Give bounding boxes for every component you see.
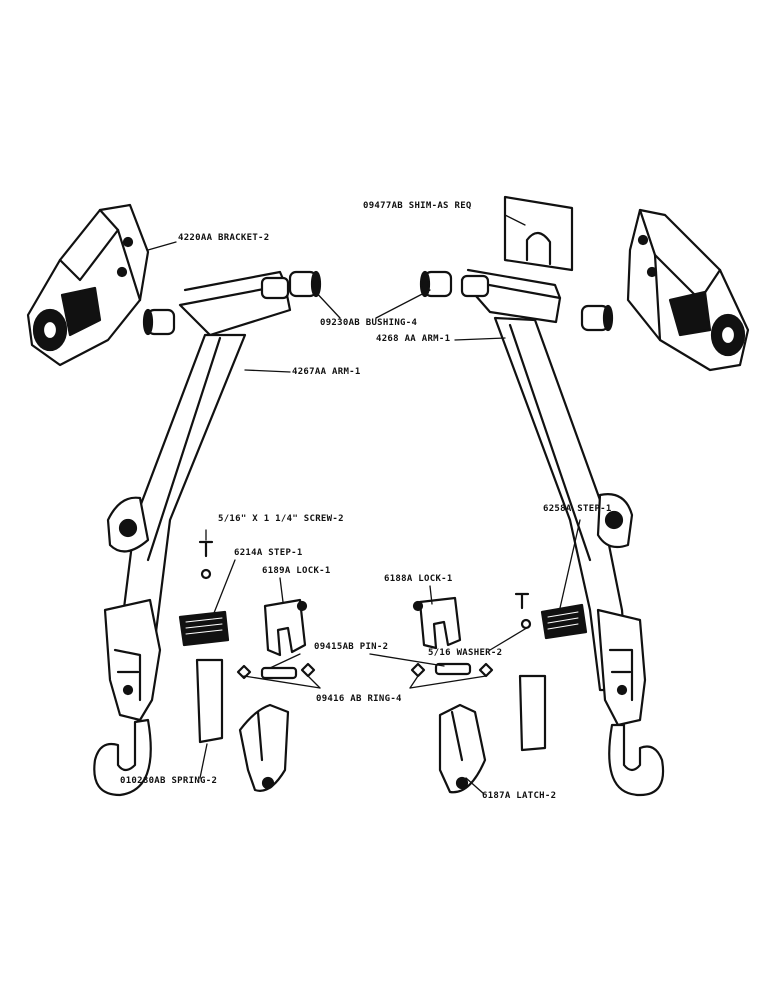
latch-parts <box>238 703 487 794</box>
label-washer: 5/16 WASHER-2 <box>428 648 503 658</box>
label-bushing: 09230AB BUSHING-4 <box>320 318 418 328</box>
step-parts <box>178 603 588 647</box>
label-arm-right: 4268 AA ARM-1 <box>376 334 451 344</box>
pin-parts <box>260 662 472 680</box>
right-arm-part <box>460 268 665 797</box>
label-step-right: 6258A STEP-1 <box>543 504 612 514</box>
label-bracket: 4220AA BRACKET-2 <box>178 233 270 243</box>
label-shim: 09477AB SHIM-AS REQ <box>363 201 472 211</box>
label-pin: 09415AB PIN-2 <box>314 642 389 652</box>
label-lock-left: 6189A LOCK-1 <box>262 566 331 576</box>
leader-lines <box>147 214 581 795</box>
label-spring: 010280AB SPRING-2 <box>120 776 218 786</box>
left-arm-part <box>93 270 292 797</box>
label-arm-left: 4267AA ARM-1 <box>292 367 361 377</box>
label-ring: 09416 AB RING-4 <box>316 694 402 704</box>
lock-parts <box>263 596 462 657</box>
label-screw: 5/16" X 1 1/4" SCREW-2 <box>218 514 344 524</box>
ring-parts <box>236 662 494 680</box>
label-lock-right: 6188A LOCK-1 <box>384 574 453 584</box>
left-bracket-part <box>26 203 150 367</box>
shim-part <box>503 195 574 272</box>
label-latch: 6187A LATCH-2 <box>482 791 557 801</box>
spring-parts <box>195 658 547 752</box>
right-bracket-part <box>626 208 750 372</box>
label-step-left: 6214A STEP-1 <box>234 548 303 558</box>
bushing-parts <box>142 270 614 336</box>
